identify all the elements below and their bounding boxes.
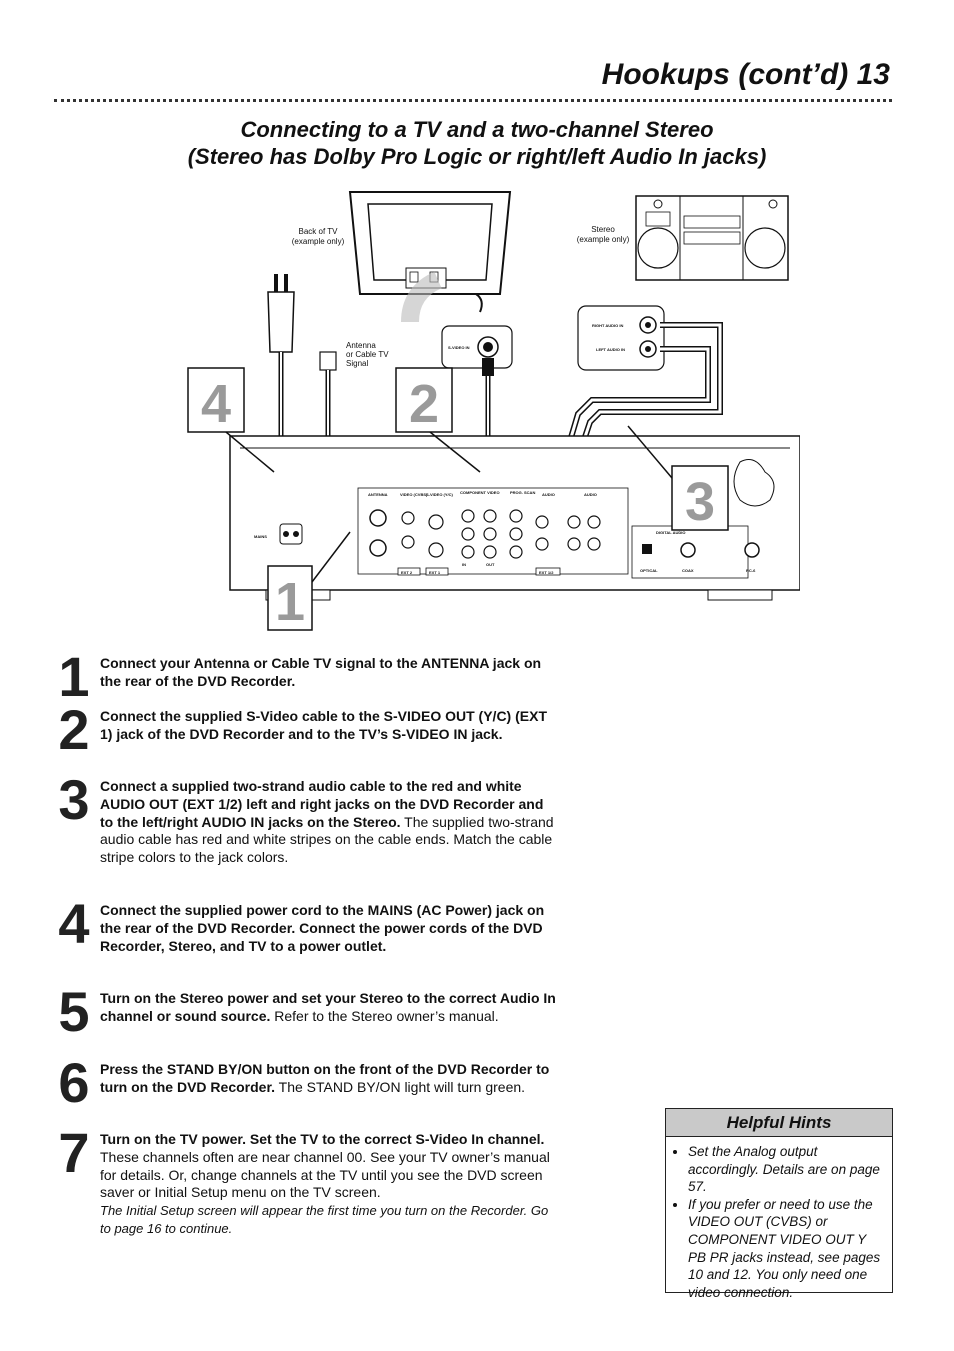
step-italic: The Initial Setup screen will appear the…: [100, 1203, 549, 1236]
callout-4: 4: [187, 367, 275, 473]
step-normal: Refer to the Stereo owner’s manual.: [274, 1007, 499, 1024]
helpful-hints-title: Helpful Hints: [666, 1109, 892, 1137]
coax-label: COAX: [682, 568, 694, 573]
svideo-in-label: S-VIDEO IN: [448, 345, 470, 350]
tv-label-2: (example only): [292, 237, 345, 246]
audio-label: AUDIO: [542, 492, 555, 497]
step-bold: Turn on the TV power. Set the TV to the …: [100, 1131, 545, 1147]
digital-audio-label: DIGITAL AUDIO: [656, 530, 685, 535]
step-bold: Turn on the Stereo power and set your St…: [100, 990, 556, 1024]
in-label: IN: [462, 562, 466, 567]
stereo-audio-in-panel: [577, 305, 665, 371]
stereo-label-1: Stereo: [591, 225, 615, 234]
right-audio-in-label: RIGHT AUDIO IN: [592, 323, 624, 328]
step-bold: Connect a supplied two-strand audio cabl…: [100, 778, 544, 830]
dotted-divider: [54, 99, 892, 102]
step-normal: The STAND BY/ON light will turn green.: [278, 1078, 526, 1095]
stereo-label-2: (example only): [577, 235, 630, 244]
step-normal: These channels often are near channel 00…: [100, 1148, 550, 1201]
section-title-line1: Connecting to a TV and a two-channel Ste…: [240, 117, 714, 142]
step-number: 4: [58, 892, 90, 955]
step-number: 7: [58, 1121, 90, 1184]
callout-1-number: 1: [275, 572, 305, 632]
step-bold: Press the STAND BY/ON button on the fron…: [100, 1061, 550, 1095]
svideo-yc-label: S-VIDEO (Y/C): [426, 492, 454, 497]
step-number: 5: [58, 980, 90, 1043]
hints-list: Set the Analog output accordingly. Detai…: [666, 1143, 892, 1301]
helpful-hints-box: Helpful Hints Set the Analog output acco…: [665, 1108, 893, 1300]
ext2-label: EXT 2: [401, 570, 413, 575]
tv-label-1: Back of TV: [299, 227, 339, 236]
hint-item: If you prefer or need to use the VIDEO O…: [688, 1196, 886, 1302]
left-audio-in-label: LEFT AUDIO IN: [596, 347, 625, 352]
mains-label: MAINS: [254, 534, 267, 539]
hookup-diagram: Back of TV (example only) Stereo (exampl…: [187, 191, 800, 632]
step-bold: Connect the supplied S-Video cable to th…: [100, 708, 548, 742]
tv-svideo-panel: [441, 325, 513, 369]
optical-label: OPTICAL: [640, 568, 658, 573]
antenna-jack-label: ANTENNA: [368, 492, 388, 497]
page-title: Hookups (cont’d) 13: [601, 58, 890, 91]
callout-1: 1: [267, 531, 351, 632]
step-number: 3: [58, 768, 90, 831]
callout-3: 3: [627, 425, 729, 532]
ext12-label: EXT 1/2: [539, 570, 554, 575]
step-number: 1: [58, 645, 90, 708]
video-cvbs-label: VIDEO (CVBS): [400, 492, 428, 497]
stereo-illustration: [635, 195, 789, 281]
step-bold: Connect your Antenna or Cable TV signal …: [100, 655, 542, 689]
callout-2-number: 2: [409, 374, 439, 434]
ext1-label: EXT 1: [429, 570, 441, 575]
antenna-label-3: Signal: [346, 359, 368, 368]
hint-item: Set the Analog output accordingly. Detai…: [688, 1143, 886, 1196]
audio-label-2: AUDIO: [584, 492, 597, 497]
step-number: 6: [58, 1051, 90, 1114]
section-title: Connecting to a TV and a two-channel Ste…: [0, 116, 954, 170]
callout-4-number: 4: [201, 374, 231, 434]
prog-scan-label: PROG. SCAN: [510, 490, 535, 495]
rc6-label: RC-6: [746, 568, 756, 573]
step-normal: The supplied two-strand audio cable has …: [100, 813, 554, 866]
step-bold: Connect the supplied power cord to the M…: [100, 902, 545, 954]
callout-3-number: 3: [685, 472, 715, 532]
component-video-label: COMPONENT VIDEO: [460, 490, 500, 495]
tv-back-illustration: [348, 191, 512, 323]
out-label: OUT: [486, 562, 495, 567]
step-number: 2: [58, 698, 90, 761]
antenna-label-1: Antenna: [346, 341, 376, 350]
callout-2: 2: [395, 367, 481, 473]
section-title-line2: (Stereo has Dolby Pro Logic or right/lef…: [187, 144, 767, 169]
antenna-label-2: or Cable TV: [346, 350, 389, 359]
